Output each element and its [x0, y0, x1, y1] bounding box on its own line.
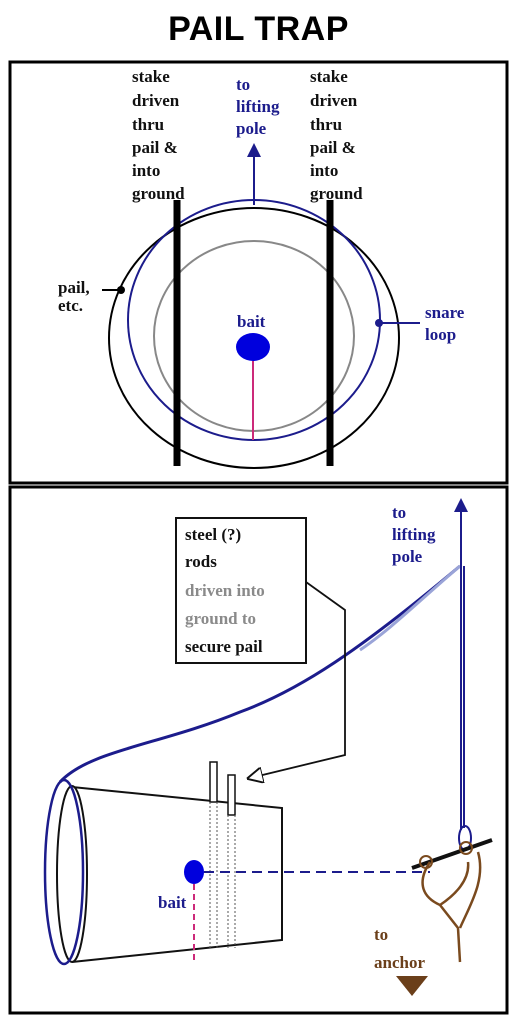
snare-lift-line	[58, 564, 461, 784]
anchor-label: to anchor	[374, 925, 425, 972]
bait-label-bottom: bait	[158, 893, 187, 912]
page-title: PAIL TRAP	[168, 10, 349, 48]
pail-outer-rim	[108, 207, 400, 469]
trigger-stick	[411, 838, 493, 870]
snare-loop-label: snare loop	[425, 303, 469, 344]
pail-body-side	[71, 786, 283, 963]
lifting-pole-label-bottom: to lifting pole	[392, 503, 440, 566]
top-panel-frame	[8, 60, 509, 485]
bait-label-top: bait	[237, 312, 266, 331]
rod-right	[227, 774, 236, 816]
snare-lift-line-faded	[359, 564, 461, 652]
anchor-cord	[421, 851, 482, 963]
bait-bottom	[184, 860, 204, 884]
pail-label: pail, etc.	[58, 278, 94, 315]
rods-callout-pointer	[250, 581, 346, 778]
stake-right-label: stake driven thru pail & into ground	[310, 67, 363, 203]
bait-top	[236, 333, 270, 361]
lifting-pole-label-top: to lifting pole	[236, 75, 284, 138]
anchor-arrow	[396, 976, 428, 996]
stake-left-label: stake driven thru pail & into ground	[132, 67, 185, 203]
knot-left	[419, 855, 433, 869]
bottom-panel-frame	[8, 485, 509, 1015]
rods-callout-box	[175, 517, 307, 664]
rod-left	[209, 761, 218, 803]
rods-callout-text: steel (?) rods driven into ground to sec…	[185, 525, 269, 656]
knot-right	[459, 841, 473, 855]
